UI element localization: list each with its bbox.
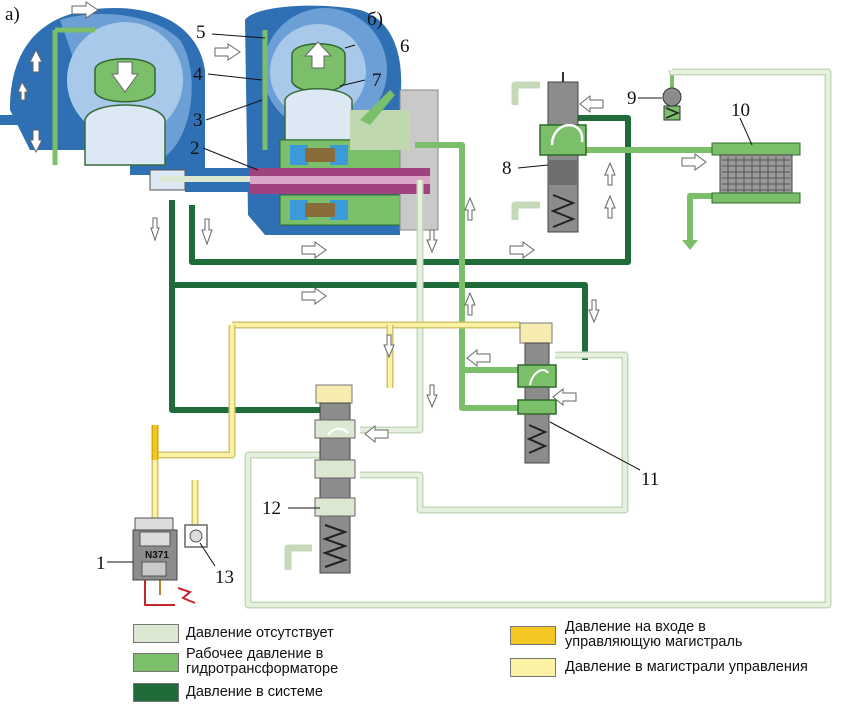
valve-9	[662, 87, 682, 121]
legend-swatch-control-line	[510, 658, 556, 677]
hydraulic-lines	[144, 68, 832, 609]
panel-label-b: б)	[367, 9, 383, 30]
legend-label-control-inlet: Давление на входе в управляющую магистра…	[565, 619, 743, 650]
legend-label-no-pressure: Давление отсутствует	[186, 625, 334, 641]
part-number-2: 2	[190, 138, 200, 159]
valve-11	[517, 322, 557, 464]
legend-label-system-pressure: Давление в системе	[186, 684, 323, 700]
legend-swatch-converter-pressure	[133, 653, 179, 672]
part-number-10: 10	[731, 100, 750, 121]
legend-swatch-no-pressure	[133, 624, 179, 643]
solenoid-label: N371	[145, 550, 169, 561]
leader-lines	[107, 33, 753, 567]
flow-arrows	[150, 94, 707, 444]
legend-label-control-line: Давление в магистрали управления	[565, 659, 808, 675]
part-number-4: 4	[193, 64, 203, 85]
panel-label-a: а)	[5, 4, 20, 25]
part-number-6: 6	[400, 36, 410, 57]
valve-8	[539, 72, 587, 233]
legend-swatch-system-pressure	[133, 683, 179, 702]
valve-12	[314, 384, 356, 574]
part-number-7: 7	[372, 70, 382, 91]
part-number-12: 12	[262, 498, 281, 519]
legend-label-converter-pressure: Рабочее давление в гидротрансформаторе	[186, 646, 339, 677]
sensor-13	[184, 524, 208, 548]
part-number-8: 8	[502, 158, 512, 179]
solenoid-n371: N371	[132, 517, 196, 604]
part-number-9: 9	[627, 88, 637, 109]
part-number-11: 11	[641, 469, 659, 490]
panel-a-converter	[0, 1, 205, 175]
part-number-5: 5	[196, 22, 206, 43]
part-number-1: 1	[96, 553, 106, 574]
input-shaft	[149, 168, 430, 194]
part-number-3: 3	[193, 110, 203, 131]
cooler-10	[682, 142, 801, 250]
legend-swatch-control-inlet	[510, 626, 556, 645]
part-number-13: 13	[215, 567, 234, 588]
